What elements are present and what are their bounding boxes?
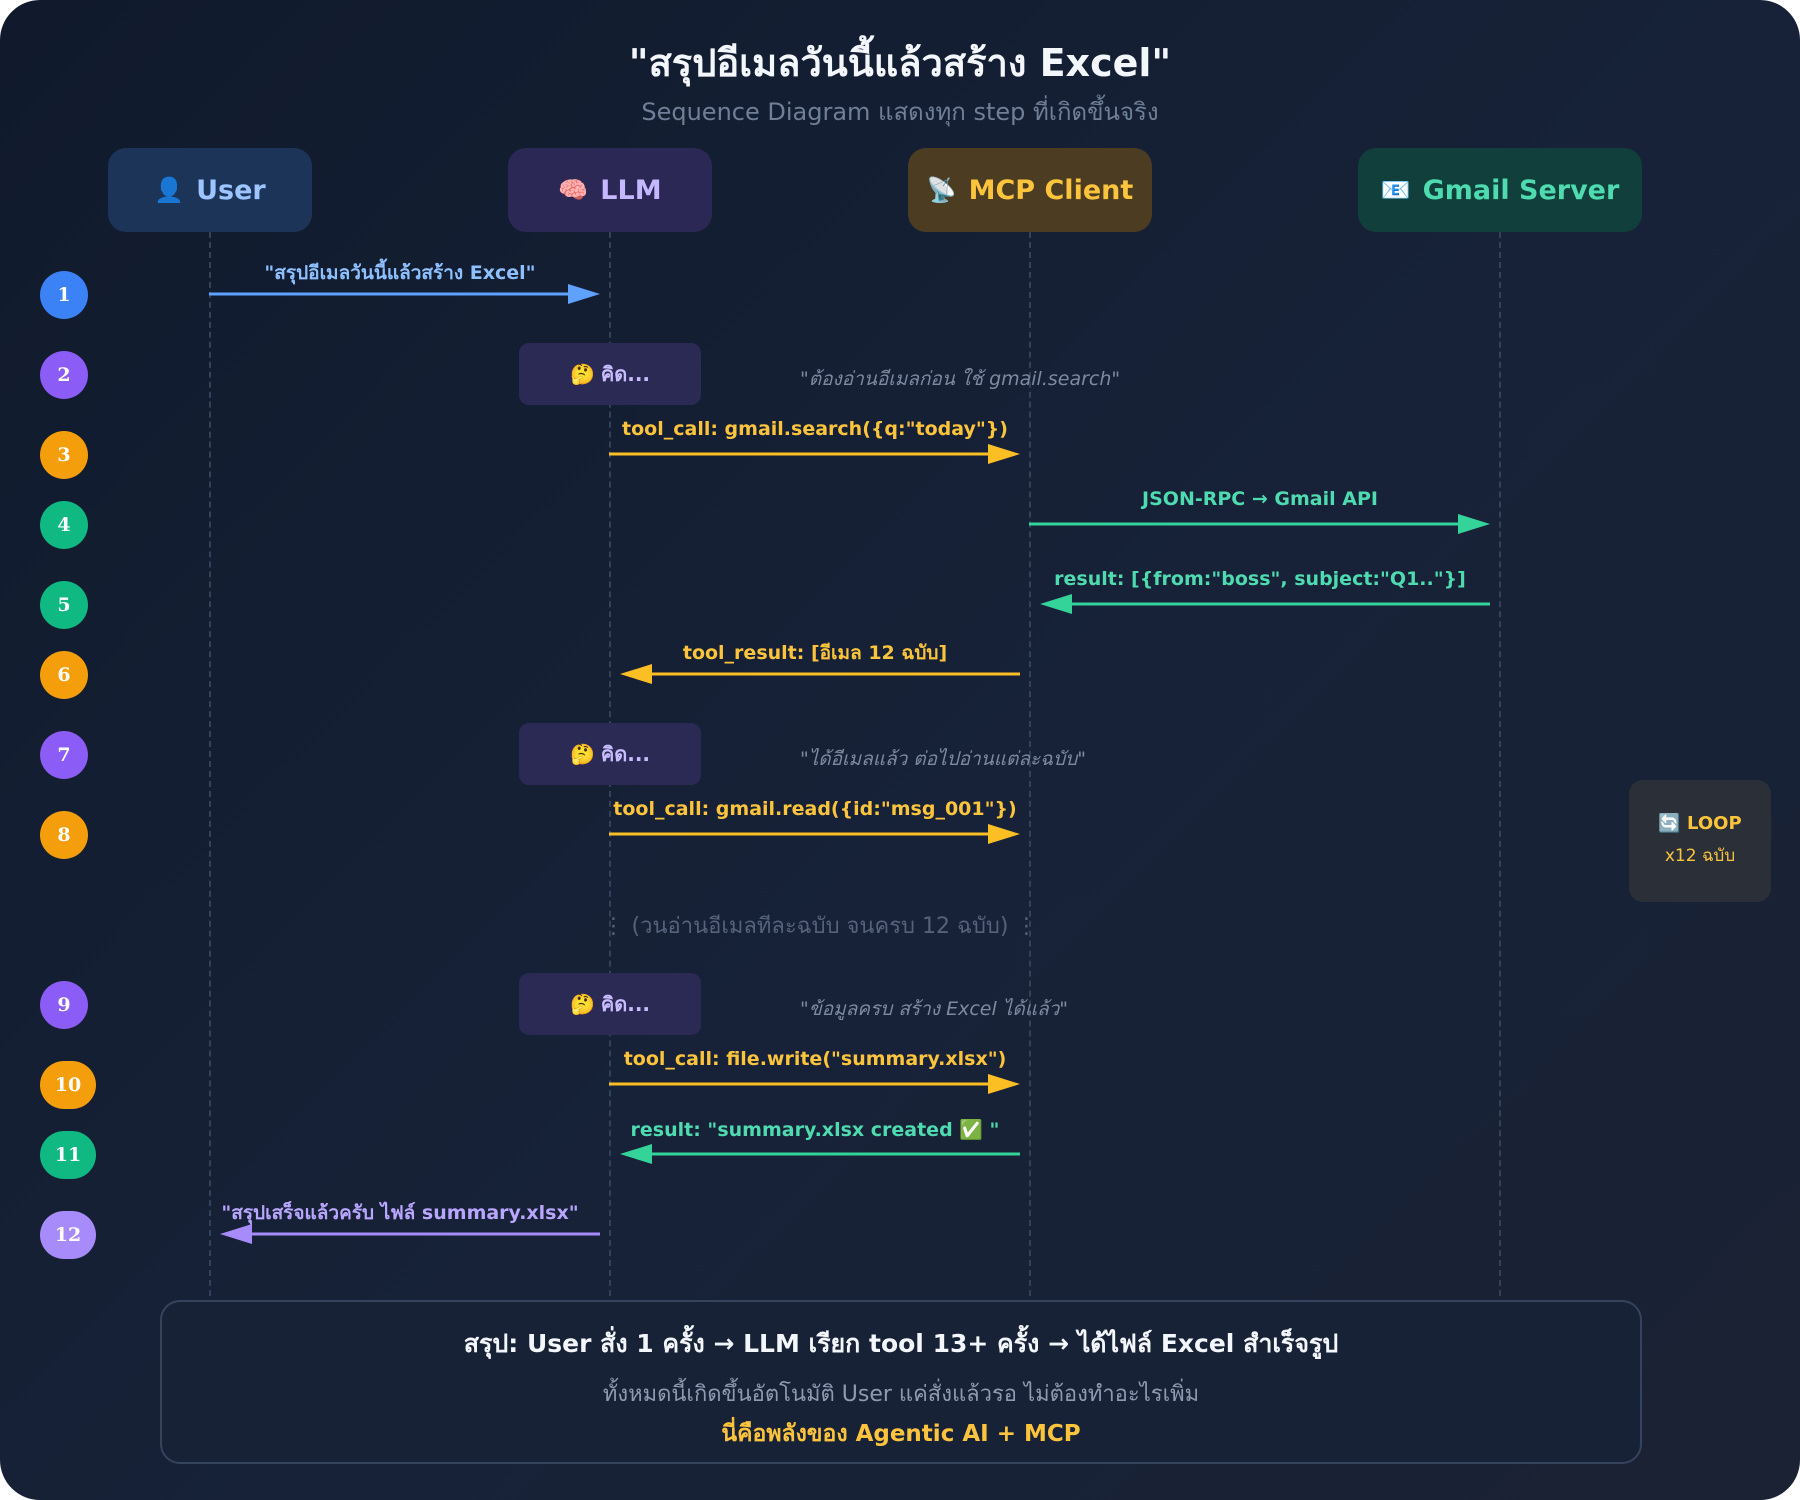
actor-user: 👤 User (108, 148, 312, 232)
message-label: "สรุปอีเมลวันนี้แล้วสร้าง Excel" (264, 262, 536, 284)
step-badge: 8 (40, 811, 88, 859)
arrowhead (620, 1144, 652, 1164)
actor-mcp-client: 📡 MCP Client (908, 148, 1152, 232)
arrowhead (988, 444, 1020, 464)
loop-ellipsis-note: ⋮ (วนอ่านอีเมลทีละฉบับ จนครบ 12 ฉบับ) ⋮ (602, 914, 1038, 939)
thought-note: "ข้อมูลครบ สร้าง Excel ได้แล้ว" (800, 998, 1069, 1020)
arrowhead (620, 664, 652, 684)
thinking-face-icon: 🤔 (569, 742, 595, 766)
summary-headline: สรุป: User สั่ง 1 ครั้ง → LLM เรียก tool… (463, 1329, 1339, 1358)
summary-tagline: นี่คือพลังของ Agentic AI + MCP (721, 1421, 1081, 1447)
brain-icon: 🧠 (558, 176, 589, 204)
actor-label: MCP Client (968, 174, 1134, 206)
lifeline-gmail-server (1499, 232, 1501, 1296)
message-label: tool_call: file.write("summary.xlsx") (623, 1048, 1007, 1070)
actor-label: LLM (600, 174, 662, 206)
lifeline-mcp-client (1029, 232, 1031, 1296)
step-badge: 12 (40, 1211, 96, 1259)
thinking-label: คิด... (600, 362, 651, 386)
actor-llm: 🧠 LLM (508, 148, 712, 232)
lifeline-user (209, 232, 211, 1296)
arrowhead (1040, 594, 1072, 614)
arrowhead (220, 1224, 252, 1244)
actor-label: User (196, 174, 266, 206)
satellite-icon: 📡 (926, 176, 957, 204)
thinking-label: คิด... (600, 742, 651, 766)
message-label: result: [{from:"boss", subject:"Q1.."}] (1054, 568, 1466, 590)
step-badge: 1 (40, 271, 88, 319)
step-badge: 11 (40, 1131, 96, 1179)
arrowhead (1458, 514, 1490, 534)
arrowhead (988, 1074, 1020, 1094)
loop-indicator: 🔄 LOOP x12 ฉบับ (1629, 780, 1771, 902)
step-badge: 9 (40, 981, 88, 1029)
thinking-box: 🤔 คิด... (519, 973, 701, 1035)
user-icon: 👤 (154, 176, 185, 204)
repeat-icon: 🔄 (1658, 813, 1681, 834)
message-label: JSON-RPC → Gmail API (1142, 488, 1378, 510)
step-badge: 5 (40, 581, 88, 629)
thinking-face-icon: 🤔 (569, 992, 595, 1016)
thinking-box: 🤔 คิด... (519, 723, 701, 785)
thinking-box: 🤔 คิด... (519, 343, 701, 405)
step-badge: 4 (40, 501, 88, 549)
loop-count: x12 ฉบับ (1664, 846, 1736, 866)
step-badge: 2 (40, 351, 88, 399)
message-label: tool_call: gmail.read({id:"msg_001"}) (613, 798, 1017, 820)
page-subtitle: Sequence Diagram แสดงทุก step ที่เกิดขึ้… (641, 98, 1159, 126)
summary-box: สรุป: User สั่ง 1 ครั้ง → LLM เรียก tool… (160, 1300, 1642, 1464)
page-title: "สรุปอีเมลวันนี้แล้วสร้าง Excel" (628, 41, 1172, 85)
message-label: result: "summary.xlsx created ✅ " (630, 1119, 1000, 1141)
step-badge: 6 (40, 651, 88, 699)
step-badge: 7 (40, 731, 88, 779)
message-label: tool_call: gmail.search({q:"today"}) (622, 418, 1008, 440)
summary-detail: ทั้งหมดนี้เกิดขึ้นอัตโนมัติ User แค่สั่ง… (602, 1382, 1200, 1407)
step-badge: 3 (40, 431, 88, 479)
arrowhead (568, 284, 600, 304)
actor-label: Gmail Server (1422, 174, 1620, 206)
message-label: tool_result: [อีเมล 12 ฉบับ] (682, 642, 948, 664)
thought-note: "ได้อีเมลแล้ว ต่อไปอ่านแต่ละฉบับ" (800, 748, 1086, 770)
thinking-face-icon: 🤔 (569, 362, 595, 386)
arrowhead (988, 824, 1020, 844)
loop-label: LOOP (1687, 813, 1742, 834)
thinking-label: คิด... (600, 992, 651, 1016)
message-label: "สรุปเสร็จแล้วครับ ไฟล์ summary.xlsx" (221, 1202, 579, 1224)
loop-title: 🔄 LOOP (1658, 813, 1741, 834)
email-icon: 📧 (1380, 176, 1411, 204)
step-badge: 10 (40, 1061, 96, 1109)
actor-gmail-server: 📧 Gmail Server (1358, 148, 1642, 232)
thought-note: "ต้องอ่านอีเมลก่อน ใช้ gmail.search" (800, 368, 1121, 390)
